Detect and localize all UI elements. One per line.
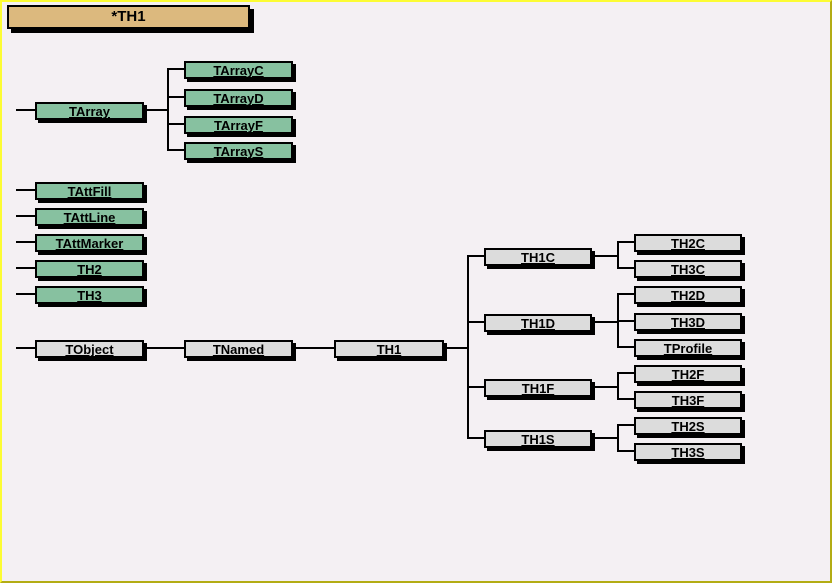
connector-hline-20 [468,437,484,439]
class-box-TObject[interactable]: TObject [35,340,144,358]
connector-hline-4 [168,96,184,98]
class-label: TH2 [77,262,102,277]
class-label: TH2C [671,236,705,251]
connector-hline-8 [16,215,35,217]
connector-hline-10 [16,267,35,269]
connector-hline-18 [468,321,484,323]
connector-hline-28 [618,320,634,322]
class-label: TAttMarker [55,236,124,251]
class-box-TH1[interactable]: TH1 [334,340,444,358]
connector-hline-6 [168,149,184,151]
class-box-TH3S[interactable]: TH3S [634,443,742,461]
class-label: TH1F [521,381,555,396]
connector-vline-16 [467,255,469,439]
class-label: TH1S [521,432,555,447]
connector-vline-22 [617,241,619,269]
connector-hline-27 [618,293,634,295]
class-label: TArrayC [213,63,264,78]
connector-hline-1 [144,109,168,111]
connector-hline-33 [618,398,634,400]
class-label: TH2F [671,367,705,382]
connector-vline-2 [167,68,169,151]
class-box-TH2C[interactable]: TH2C [634,234,742,252]
class-label: TH3C [671,262,705,277]
class-label: TH1C [521,250,555,265]
class-box-TArrayC[interactable]: TArrayC [184,61,293,79]
connector-hline-7 [16,189,35,191]
class-box-TProfile[interactable]: TProfile [634,339,742,357]
class-box-TArrayD[interactable]: TArrayD [184,89,293,107]
class-box-TH3F[interactable]: TH3F [634,391,742,409]
class-label: TNamed [212,342,265,357]
class-box-TAttLine[interactable]: TAttLine [35,208,144,226]
connector-hline-29 [618,346,634,348]
class-label: TArrayF [214,118,263,133]
class-box-TArrayS[interactable]: TArrayS [184,142,293,160]
class-label: TArray [69,104,110,119]
class-box-TH1D[interactable]: TH1D [484,314,592,332]
class-box-TH1S[interactable]: TH1S [484,430,592,448]
class-box-TH3C[interactable]: TH3C [634,260,742,278]
class-label: TH3 [77,288,102,303]
class-label: TH1 [376,342,402,357]
connector-hline-0 [16,109,35,111]
class-label: TH3F [671,393,705,408]
connector-hline-34 [592,437,618,439]
diagram-title-box: *TH1 [7,5,250,29]
class-box-TNamed[interactable]: TNamed [184,340,293,358]
class-box-TH1F[interactable]: TH1F [484,379,592,397]
connector-hline-12 [16,347,35,349]
class-label: TH3S [671,445,705,460]
connector-hline-9 [16,241,35,243]
connector-hline-24 [618,267,634,269]
connector-vline-31 [617,372,619,400]
class-box-TArray[interactable]: TArray [35,102,144,120]
connector-hline-30 [592,386,618,388]
connector-hline-23 [618,241,634,243]
class-label: TArrayD [213,91,264,106]
class-box-TArrayF[interactable]: TArrayF [184,116,293,134]
diagram-title: *TH1 [111,8,146,25]
class-label: TH2S [671,419,705,434]
connector-hline-36 [618,424,634,426]
class-label: TProfile [663,341,713,356]
class-label: TObject [65,342,114,357]
class-box-TH3D[interactable]: TH3D [634,313,742,331]
connector-hline-37 [618,450,634,452]
class-box-TH2[interactable]: TH2 [35,260,144,278]
class-box-TH2D[interactable]: TH2D [634,286,742,304]
connector-vline-35 [617,424,619,452]
class-box-TH3[interactable]: TH3 [35,286,144,304]
class-box-TH2F[interactable]: TH2F [634,365,742,383]
connector-hline-3 [168,68,184,70]
connector-hline-5 [168,123,184,125]
class-box-TH1C[interactable]: TH1C [484,248,592,266]
class-label: TAttLine [63,210,116,225]
class-box-TAttFill[interactable]: TAttFill [35,182,144,200]
connector-hline-32 [618,372,634,374]
class-box-TH2S[interactable]: TH2S [634,417,742,435]
class-label: TH2D [671,288,705,303]
connector-hline-15 [444,347,468,349]
connector-hline-21 [592,255,618,257]
class-label: TAttFill [67,184,112,199]
class-label: TH1D [521,316,555,331]
connector-hline-13 [144,347,184,349]
connector-hline-14 [293,347,334,349]
connector-hline-25 [592,321,618,323]
connector-hline-11 [16,293,35,295]
connector-hline-17 [468,255,484,257]
class-box-TAttMarker[interactable]: TAttMarker [35,234,144,252]
connector-hline-19 [468,386,484,388]
class-label: TH3D [671,315,705,330]
class-label: TArrayS [213,144,264,159]
